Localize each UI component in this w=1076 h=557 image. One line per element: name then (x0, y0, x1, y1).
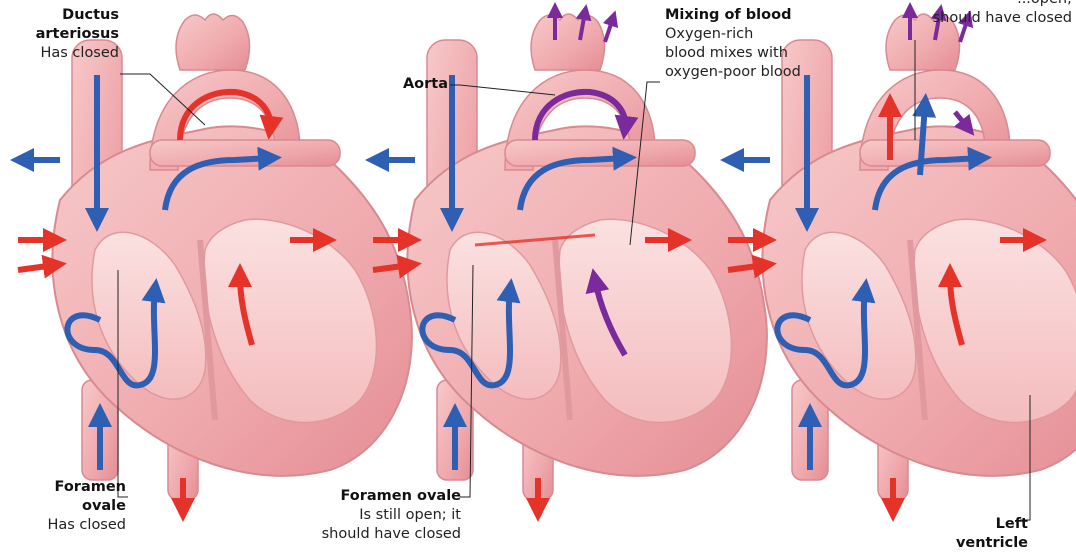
ductus-arteriosus-label: Ductus arteriosus Has closed (36, 6, 119, 63)
ductus-title-1: Ductus (62, 7, 119, 23)
foramen-desc-2a: Is still open; it (322, 506, 461, 525)
mixing-desc-2: blood mixes with (665, 44, 801, 63)
flow-arrow (18, 265, 55, 270)
foramen-desc-2b: should have closed (322, 525, 461, 544)
aorta-label: Aorta (403, 75, 448, 94)
lv-title-1: Left (996, 516, 1028, 532)
aorta-title: Aorta (403, 76, 448, 92)
flow-arrow (605, 18, 613, 42)
mixing-title: Mixing of blood (665, 7, 791, 23)
ductus-desc: Has closed (36, 44, 119, 63)
foramen-ovale-label-2: Foramen ovale Is still open; it should h… (322, 487, 461, 544)
foramen-title-2b: Foramen ovale (340, 488, 461, 504)
left-ventricle-label: Left ventricle (956, 515, 1028, 553)
ductus-title-2: arteriosus (36, 26, 119, 42)
foramen-title-2: ovale (82, 498, 126, 514)
top-desc-2: should have closed (933, 9, 1072, 28)
flow-arrow (955, 112, 968, 128)
mixing-desc-3: oxygen-poor blood (665, 63, 801, 82)
heart-panel-normal (18, 14, 412, 510)
mixing-of-blood-label: Mixing of blood Oxygen-rich blood mixes … (665, 6, 801, 82)
top-desc-1: ...open; (933, 0, 1072, 9)
foramen-ovale-label-1: Foramen ovale Has closed (47, 478, 126, 535)
ductus-open-label: ...open; should have closed (933, 0, 1072, 28)
mixing-desc-1: Oxygen-rich (665, 25, 801, 44)
heart-panel-ductus-open (728, 10, 1076, 520)
lv-title-2: ventricle (956, 535, 1028, 551)
foramen-desc: Has closed (47, 516, 126, 535)
foramen-title-1: Foramen (55, 479, 126, 495)
